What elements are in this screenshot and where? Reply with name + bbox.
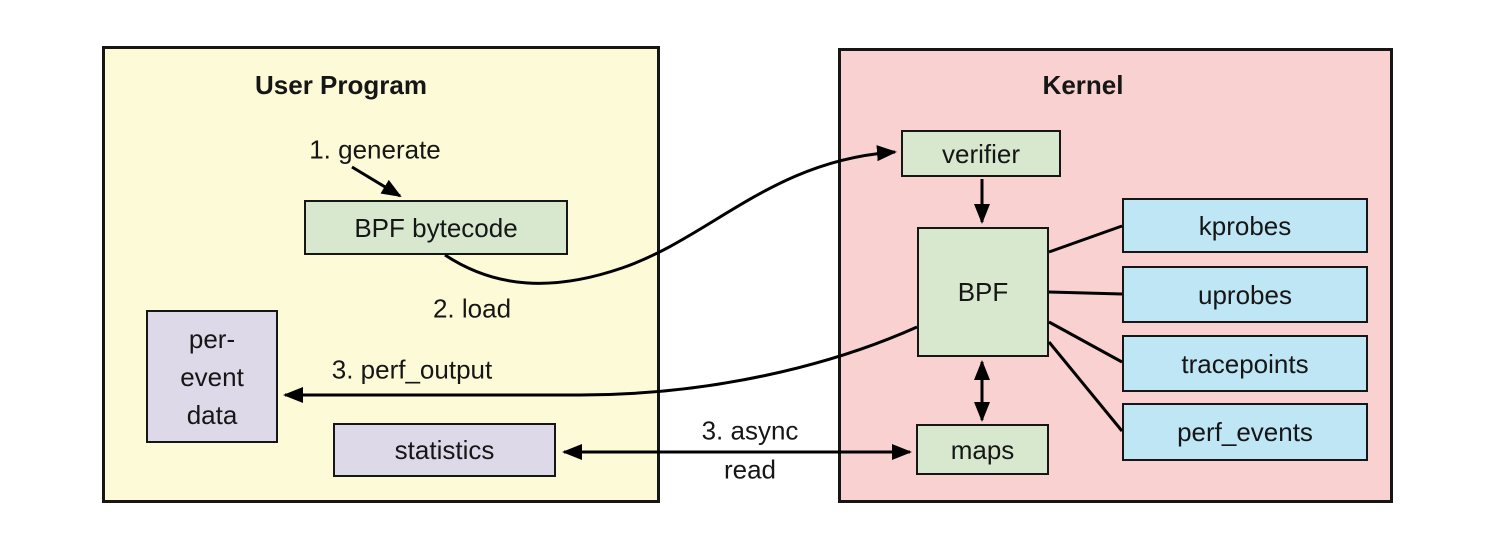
kernel-title: Kernel	[1042, 70, 1124, 100]
node-bpf-bytecode: BPF bytecode	[304, 200, 568, 255]
node-perf-events: perf_events	[1122, 403, 1368, 461]
node-uprobes: uprobes	[1122, 266, 1368, 323]
node-bpf: BPF	[917, 227, 1049, 357]
per-event-data-label: per- event data	[180, 320, 244, 434]
node-per-event-data: per- event data	[146, 310, 278, 443]
per-event-line-1: per-	[188, 323, 236, 354]
node-tracepoints: tracepoints	[1122, 335, 1368, 392]
per-event-line-3: data	[186, 399, 238, 430]
node-kprobes: kprobes	[1122, 198, 1368, 253]
user-program-title: User Program	[255, 70, 427, 100]
node-verifier: verifier	[901, 130, 1061, 177]
node-maps: maps	[916, 424, 1049, 475]
annotation-load: 2. load	[432, 293, 512, 324]
node-statistics: statistics	[333, 423, 556, 477]
annotation-perf-output: 3. perf_output	[331, 354, 493, 385]
annotation-async-read-line1: 3. async	[701, 415, 799, 446]
annotation-async-read-line2: read	[723, 454, 777, 485]
annotation-generate: 1. generate	[309, 134, 441, 165]
per-event-line-2: event	[180, 361, 244, 392]
